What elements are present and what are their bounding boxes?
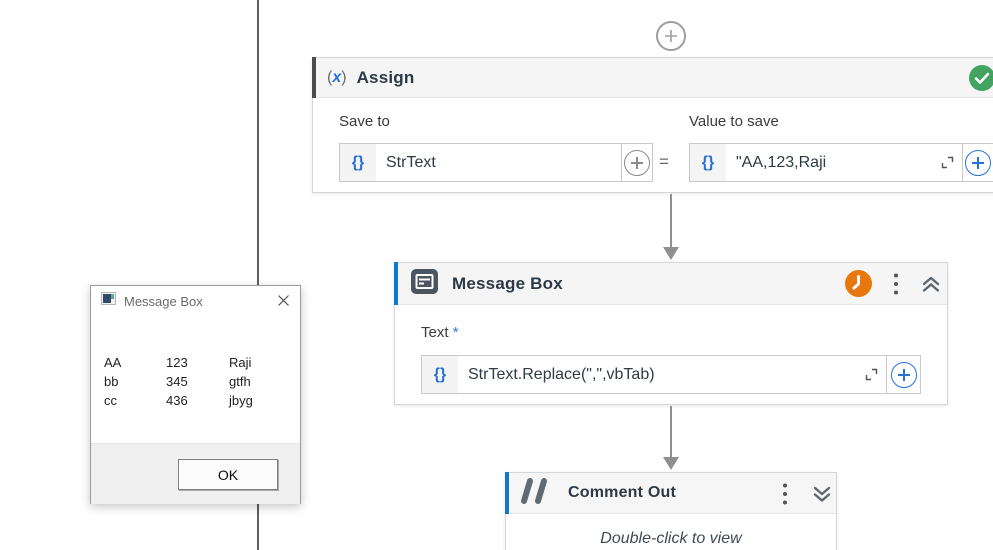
dialog-titlebar[interactable]: Message Box xyxy=(91,286,300,316)
comment-slashes-icon xyxy=(520,477,550,509)
save-to-plus-button[interactable] xyxy=(621,144,652,181)
assign-header[interactable]: (x) Assign xyxy=(312,57,993,98)
delay-clock-icon[interactable] xyxy=(845,270,872,302)
connector-arrow xyxy=(670,194,672,247)
expand-chevrons-icon[interactable] xyxy=(812,485,832,508)
message-box-title: Message Box xyxy=(452,273,563,293)
comment-out-accent-bar xyxy=(505,472,509,514)
text-label: Text * xyxy=(421,324,459,341)
message-box-header[interactable]: Message Box xyxy=(394,262,947,305)
connector-arrowhead xyxy=(663,247,679,260)
dialog-footer: OK xyxy=(91,443,300,504)
more-options-icon[interactable] xyxy=(894,273,898,300)
assign-activity-card[interactable]: (x) Assign Save to Value to save {} StrT… xyxy=(312,57,993,193)
assign-title: Assign xyxy=(356,67,415,87)
expand-icon xyxy=(941,156,953,169)
ok-button[interactable]: OK xyxy=(178,459,278,490)
plus-circle-icon xyxy=(890,361,917,388)
save-to-value[interactable]: StrText xyxy=(386,153,436,171)
comment-out-activity-card[interactable]: Comment Out Double-click to view xyxy=(505,472,837,550)
message-box-accent-bar xyxy=(394,262,398,305)
message-box-icon xyxy=(411,268,438,299)
assign-accent-bar xyxy=(312,57,316,98)
message-box-activity-card[interactable]: Message Box Text * xyxy=(394,262,948,405)
dialog-title: Message Box xyxy=(124,293,203,309)
text-plus-button[interactable] xyxy=(886,356,920,393)
add-activity-button[interactable] xyxy=(656,21,686,51)
value-to-save-field[interactable]: {} "AA,123,Raji xyxy=(689,143,993,182)
expression-braces-icon: {} xyxy=(422,356,458,393)
connector-arrow xyxy=(670,406,672,457)
expand-editor-button[interactable] xyxy=(932,144,962,181)
text-field[interactable]: {} StrText.Replace(",",vbTab) xyxy=(421,355,921,394)
expand-editor-button[interactable] xyxy=(856,356,886,393)
save-to-label: Save to xyxy=(339,113,390,130)
comment-out-header[interactable]: Comment Out xyxy=(505,472,836,514)
expression-braces-icon: {} xyxy=(340,144,376,181)
plus-icon xyxy=(665,30,677,42)
value-plus-button[interactable] xyxy=(962,144,993,181)
required-marker: * xyxy=(452,324,459,341)
text-field-value[interactable]: StrText.Replace(",",vbTab) xyxy=(468,365,655,383)
collapse-chevrons-icon[interactable] xyxy=(921,275,941,298)
plus-circle-icon xyxy=(965,149,991,176)
expand-icon xyxy=(865,368,877,381)
plus-circle-icon xyxy=(624,149,650,176)
workflow-connector-line xyxy=(257,503,259,550)
value-to-save-label: Value to save xyxy=(689,113,779,130)
comment-out-title: Comment Out xyxy=(568,484,676,501)
more-options-icon[interactable] xyxy=(783,483,787,510)
close-icon[interactable] xyxy=(277,294,290,312)
value-to-save-value[interactable]: "AA,123,Raji xyxy=(736,153,827,171)
save-to-field[interactable]: {} StrText xyxy=(339,143,653,182)
workflow-connector-line xyxy=(257,0,259,286)
assign-fx-icon: (x) xyxy=(327,68,347,86)
equals-sign: = xyxy=(659,152,669,171)
success-check-icon xyxy=(969,65,993,96)
window-icon xyxy=(101,292,116,310)
connector-arrowhead xyxy=(663,457,679,470)
comment-out-hint[interactable]: Double-click to view xyxy=(600,530,742,547)
expression-braces-icon: {} xyxy=(690,144,726,181)
